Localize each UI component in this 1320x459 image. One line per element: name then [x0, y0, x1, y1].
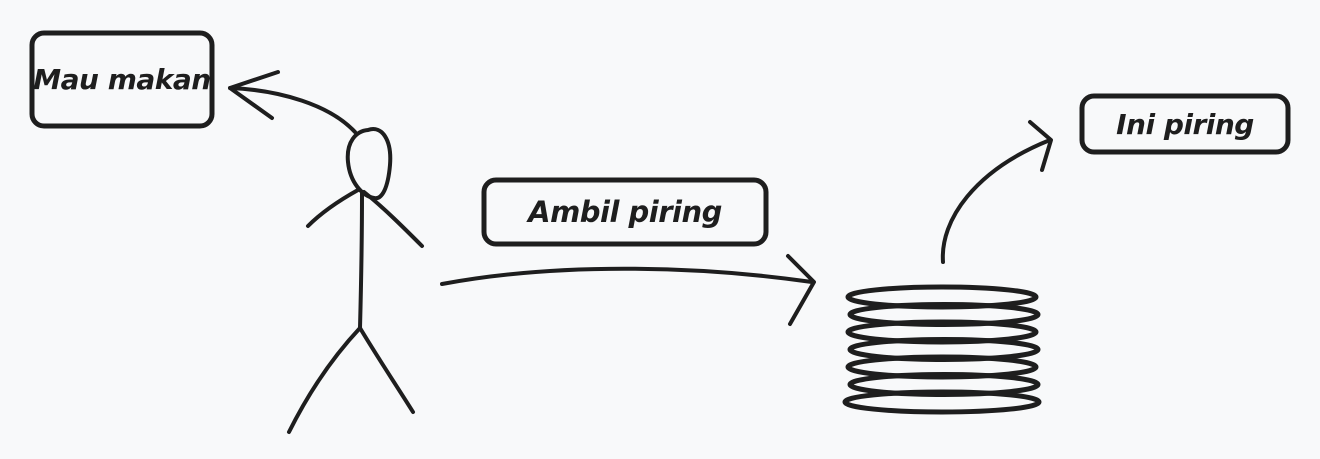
box-mau-makan	[29, 30, 215, 129]
arrow-to-plates	[440, 254, 816, 326]
stick-figure-left-leg	[287, 326, 362, 434]
stick-figure	[287, 127, 424, 434]
stick-figure-right-leg	[358, 326, 415, 414]
stick-figure-body	[358, 190, 364, 330]
box-ini-piring	[1079, 93, 1291, 155]
plate-stack	[842, 284, 1042, 415]
box-ambil-piring	[481, 177, 769, 247]
stick-figure-right-arm	[362, 190, 424, 248]
arrow-to-ini-piring	[940, 120, 1053, 264]
stick-figure-left-arm	[306, 188, 360, 228]
stick-figure-head	[345, 127, 393, 201]
label-ambil-piring: Ambil piring	[528, 195, 722, 229]
arrow-to-mau-makan	[228, 70, 357, 134]
label-mau-makan: Mau makan	[33, 63, 211, 96]
label-ini-piring: Ini piring	[1116, 107, 1254, 141]
plate	[842, 389, 1042, 415]
